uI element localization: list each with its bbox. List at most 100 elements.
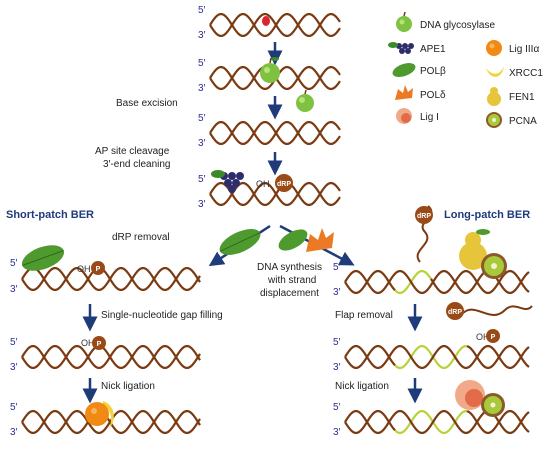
dna-strand bbox=[209, 13, 341, 37]
drp-chip-label: dRP bbox=[277, 181, 291, 188]
drp-chip bbox=[275, 174, 293, 192]
legend-label: XRCC1 bbox=[509, 68, 543, 79]
green-leaf-icon bbox=[392, 63, 416, 77]
legend-label: APE1 bbox=[420, 44, 446, 55]
green-apple-icon bbox=[296, 89, 314, 112]
dna-strand bbox=[209, 182, 341, 206]
three-prime-label: 3′ bbox=[333, 362, 341, 373]
dna-strand bbox=[21, 267, 201, 291]
three-prime-label: 3′ bbox=[198, 30, 206, 41]
drp-removal-label: dRP removal bbox=[112, 232, 170, 243]
lesion-marker bbox=[262, 16, 270, 26]
legend-label: Lig I bbox=[420, 112, 439, 123]
drp-chip-label: dRP bbox=[448, 309, 462, 316]
legend-label: POLβ bbox=[420, 66, 446, 77]
drp-chip bbox=[446, 302, 464, 320]
legend-label: POLδ bbox=[420, 90, 446, 101]
dna-strand bbox=[21, 345, 201, 369]
pear-icon bbox=[487, 87, 501, 106]
dna-strand bbox=[21, 267, 201, 291]
base-excision-label: Base excision bbox=[116, 98, 178, 109]
oh-label: OH bbox=[77, 264, 91, 274]
five-prime-label: 5′ bbox=[10, 258, 18, 269]
three-prime-label: 3′ bbox=[10, 284, 18, 295]
five-prime-label: 5′ bbox=[198, 5, 206, 16]
orange-leaf-icon bbox=[306, 228, 334, 252]
five-prime-label: 5′ bbox=[198, 58, 206, 69]
phosphate-chip bbox=[486, 329, 500, 343]
legend-label: PCNA bbox=[509, 116, 537, 127]
dna-strand bbox=[344, 345, 396, 369]
lesion-and-groups: OH dRP OH P OH P dRP dRP OH P bbox=[77, 16, 533, 350]
kiwi-icon bbox=[486, 112, 502, 128]
five-prime-label: 5′ bbox=[10, 337, 18, 348]
green-apple-icon bbox=[396, 11, 412, 32]
oh-label: OH bbox=[81, 338, 95, 348]
green-apple-icon bbox=[260, 57, 280, 83]
long-patch-ber-title: Long-patch BER bbox=[444, 209, 530, 221]
three-end-cleaning-label: 3′-end cleaning bbox=[103, 159, 170, 170]
enzyme-pictograms bbox=[21, 57, 507, 429]
three-prime-label: 3′ bbox=[10, 427, 18, 438]
new-dna-strand bbox=[394, 270, 432, 294]
phosphate-chip-label: P bbox=[491, 334, 496, 341]
short-patch-ber-title: Short-patch BER bbox=[6, 209, 94, 221]
dna-strand bbox=[344, 270, 530, 294]
green-leaf-icon bbox=[21, 245, 65, 271]
three-prime-label: 3′ bbox=[198, 199, 206, 210]
with-strand-label: with strand bbox=[267, 275, 316, 286]
removed-flap bbox=[461, 305, 533, 316]
legend-label: Lig IIIα bbox=[509, 44, 539, 55]
dna-strand bbox=[21, 345, 201, 369]
dna-strand bbox=[344, 270, 396, 294]
drp-chip-label: dRP bbox=[417, 213, 431, 220]
drp-chip bbox=[415, 206, 433, 224]
ap-site-cleavage-label: AP site cleavage bbox=[95, 146, 170, 157]
dna-strand bbox=[344, 345, 530, 369]
five-prime-label: 5′ bbox=[198, 174, 206, 185]
peach-icon bbox=[455, 380, 485, 410]
three-prime-label: 3′ bbox=[333, 427, 341, 438]
five-prime-label: 5′ bbox=[333, 337, 341, 348]
pear-icon bbox=[459, 229, 490, 270]
dna-strand bbox=[344, 410, 396, 434]
five-prime-label: 5′ bbox=[333, 262, 341, 273]
legend-label: DNA glycosylase bbox=[420, 20, 495, 31]
enzyme-legend: DNA glycosylase APE1 POLβ POLδ Lig I Lig… bbox=[388, 11, 543, 128]
five-prime-label: 5′ bbox=[333, 402, 341, 413]
three-prime-label: 3′ bbox=[198, 83, 206, 94]
phosphate-chip-label: P bbox=[96, 266, 101, 273]
oh-label: OH bbox=[476, 332, 490, 342]
three-prime-label: 3′ bbox=[10, 362, 18, 373]
kiwi-icon bbox=[481, 253, 507, 279]
banana-icon bbox=[103, 401, 114, 429]
dna-strand bbox=[209, 121, 341, 145]
peach-icon bbox=[396, 108, 412, 124]
orange-icon bbox=[85, 402, 109, 426]
nick-ligation-label: Nick ligation bbox=[335, 381, 389, 392]
green-leaf-icon bbox=[219, 229, 261, 255]
phosphate-chip-label: P bbox=[97, 341, 102, 348]
legend-label: FEN1 bbox=[509, 92, 535, 103]
strand-end-labels: 5′ 3′ 5′ 3′ 5′ 3′ 5′ 3′ 5′ 3′ 5′ 3′ 5′ 3… bbox=[10, 5, 341, 438]
displacement-label: displacement bbox=[260, 288, 319, 299]
gap-filling-label: Single-nucleotide gap filling bbox=[101, 310, 223, 321]
grapes-icon bbox=[388, 42, 414, 54]
phosphate-chip bbox=[91, 261, 105, 275]
five-prime-label: 5′ bbox=[198, 113, 206, 124]
orange-icon bbox=[486, 40, 502, 56]
grapes-icon bbox=[211, 170, 244, 193]
five-prime-label: 5′ bbox=[10, 402, 18, 413]
step-labels: Base excision AP site cleavage 3′-end cl… bbox=[6, 98, 530, 392]
three-prime-label: 3′ bbox=[198, 138, 206, 149]
flap-removal-label: Flap removal bbox=[335, 310, 393, 321]
flow-arrows bbox=[82, 42, 423, 404]
dna-strand bbox=[430, 270, 530, 294]
phosphate-chip bbox=[92, 336, 106, 350]
three-prime-label: 3′ bbox=[333, 287, 341, 298]
nick-ligation-label: Nick ligation bbox=[101, 381, 155, 392]
orange-leaf-icon bbox=[395, 85, 413, 100]
dna-synthesis-label: DNA synthesis bbox=[257, 262, 322, 273]
